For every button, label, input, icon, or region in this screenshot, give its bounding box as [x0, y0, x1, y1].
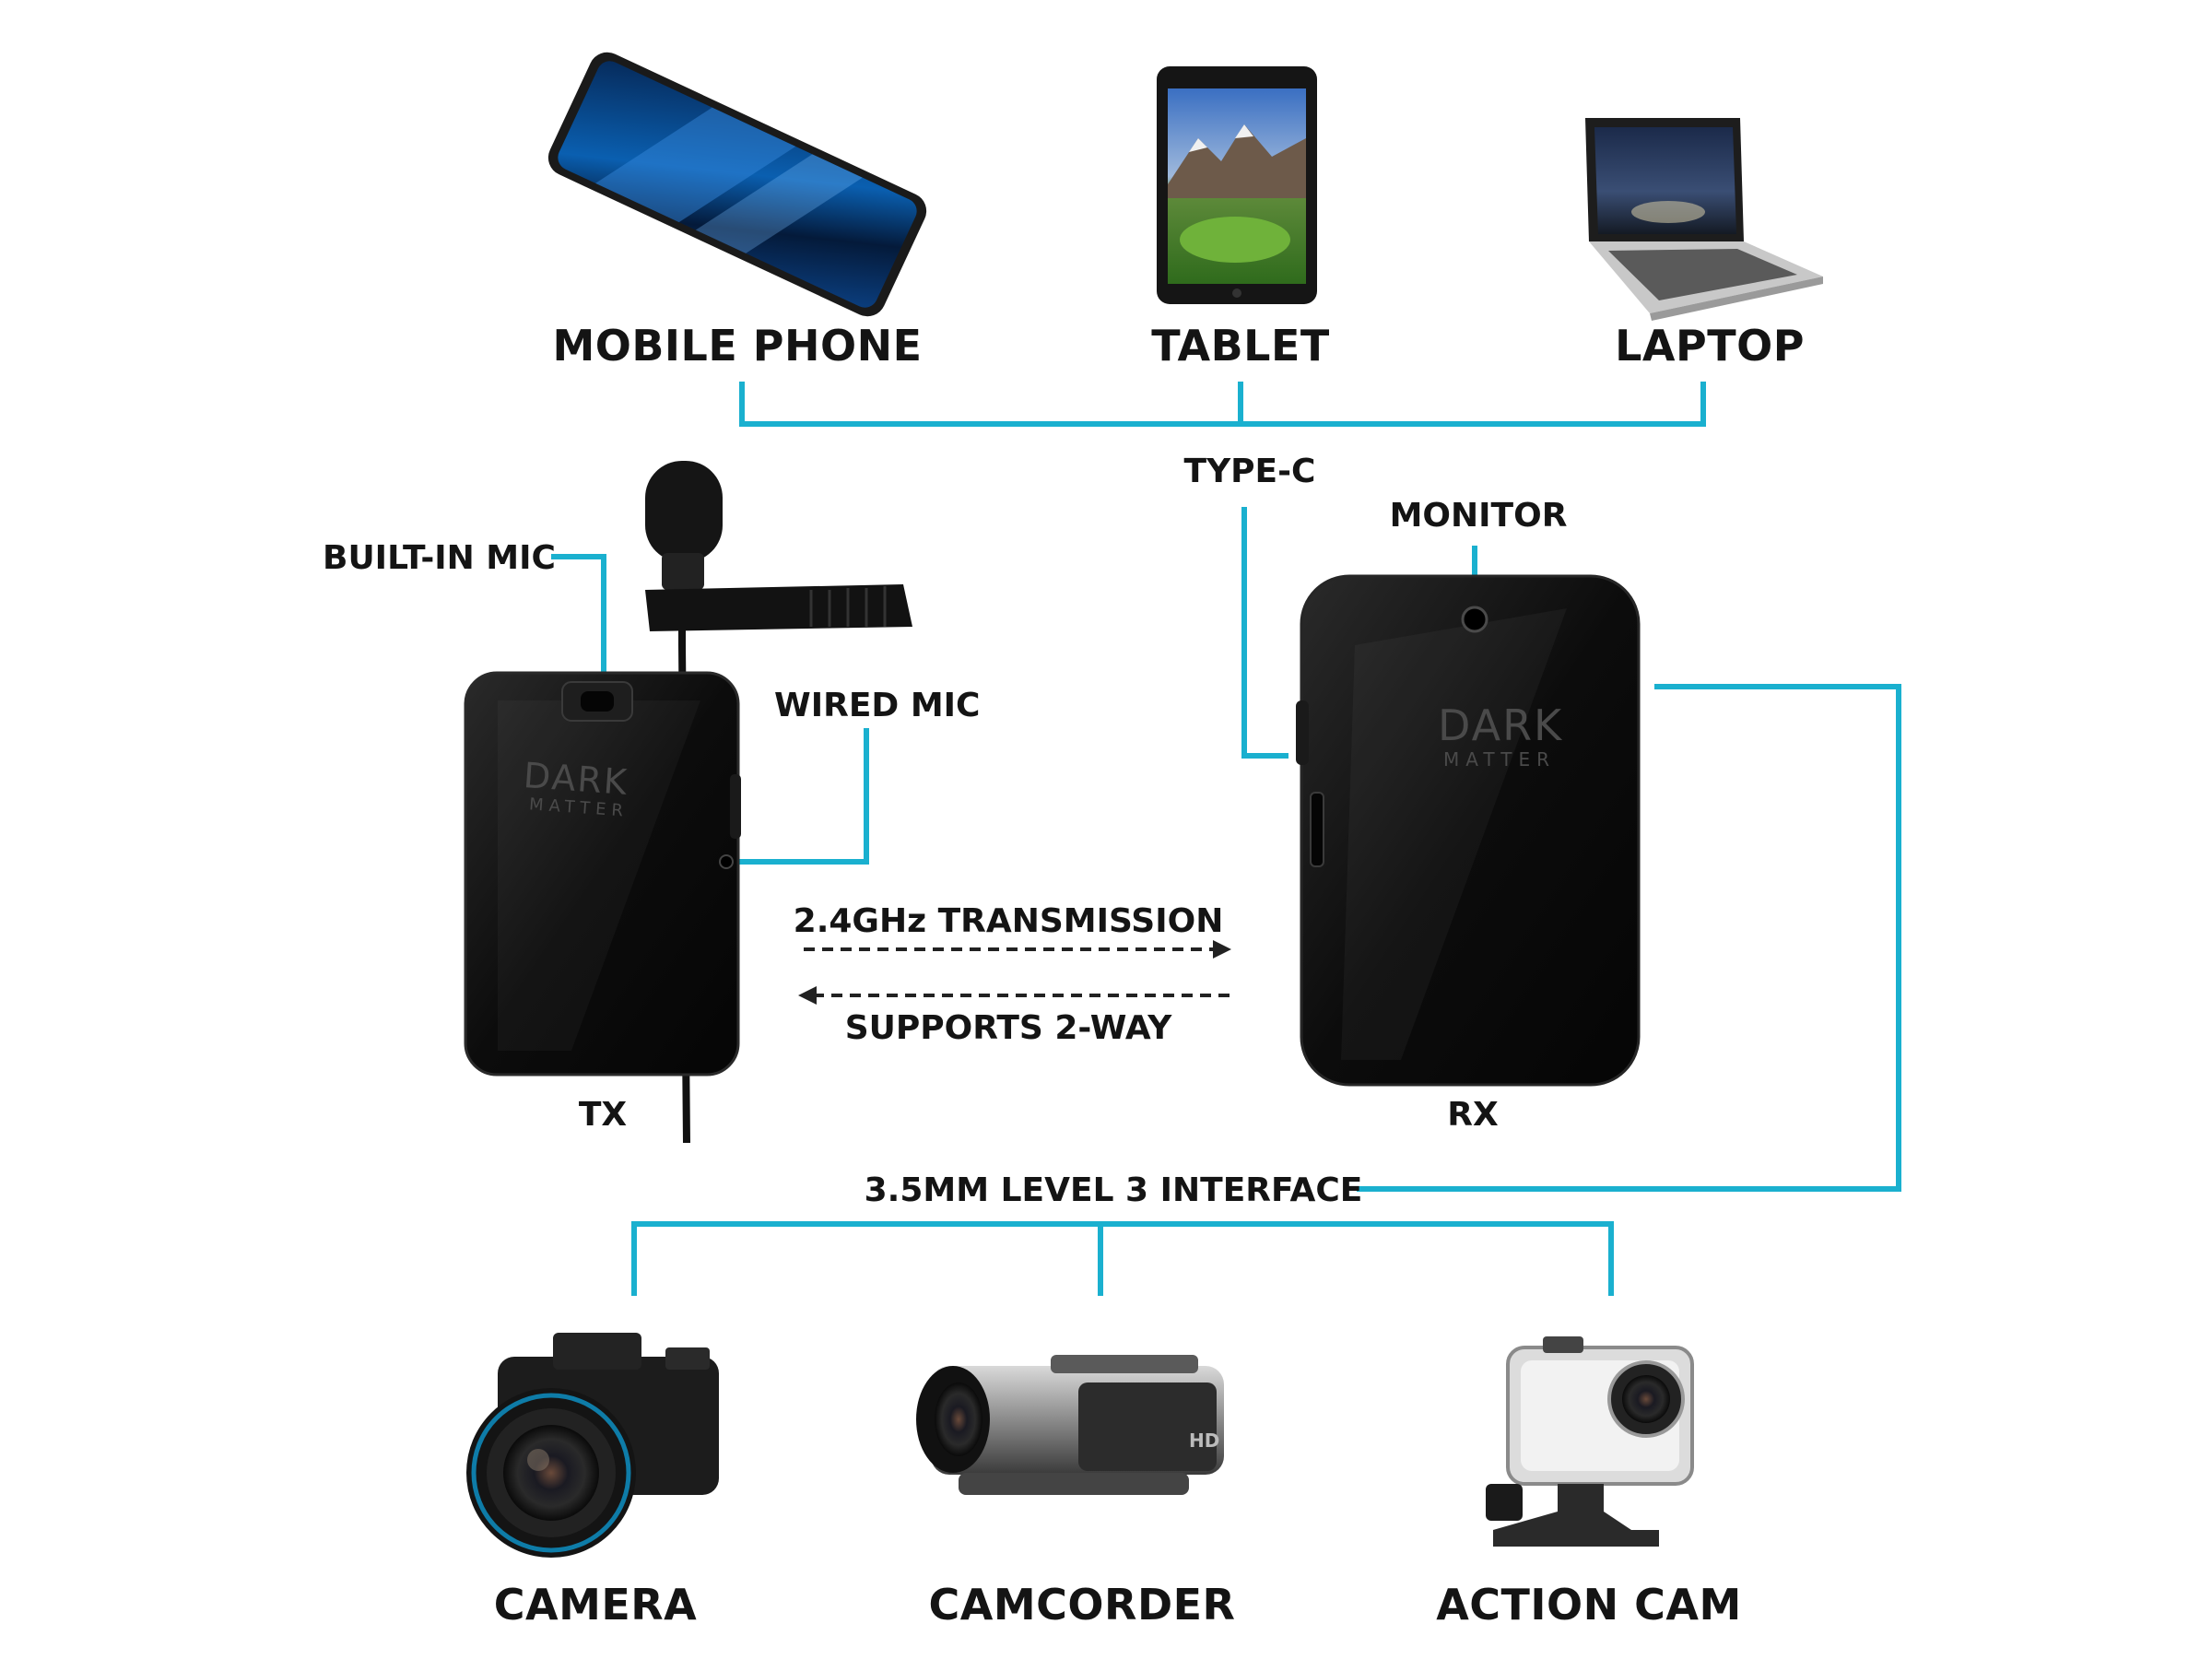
label-wired-mic: WIRED MIC — [774, 689, 980, 723]
mobile-phone-illustration — [542, 46, 932, 323]
label-built-in-mic: BUILT-IN MIC — [323, 542, 556, 575]
label-mobile-phone: MOBILE PHONE — [552, 324, 922, 367]
tx-unit-illustration — [465, 673, 741, 1075]
tablet-illustration — [1157, 66, 1317, 304]
label-rx: RX — [1447, 1099, 1498, 1132]
label-35mm-interface: 3.5MM LEVEL 3 INTERFACE — [865, 1174, 1363, 1207]
label-type-c: TYPE-C — [1184, 455, 1316, 488]
camera-illustration — [466, 1333, 719, 1558]
label-camera: CAMERA — [494, 1583, 698, 1626]
svg-text:HD: HD — [1189, 1430, 1219, 1452]
label-laptop: LAPTOP — [1615, 324, 1805, 367]
rx-brand-logo-sub: MATTER — [1443, 750, 1556, 769]
label-action-cam: ACTION CAM — [1436, 1583, 1742, 1626]
label-tx: TX — [579, 1099, 627, 1132]
connector-lines — [551, 382, 1899, 1296]
transmission-arrows — [798, 940, 1231, 1005]
camcorder-illustration: HD — [916, 1355, 1224, 1495]
laptop-illustration — [1585, 118, 1823, 321]
label-camcorder: CAMCORDER — [929, 1583, 1236, 1626]
label-monitor: MONITOR — [1390, 500, 1568, 533]
label-transmission: 2.4GHz TRANSMISSION — [794, 905, 1224, 938]
rx-brand-logo: DARK — [1438, 704, 1563, 747]
label-two-way: SUPPORTS 2-WAY — [845, 1012, 1172, 1045]
rx-unit-illustration — [1296, 576, 1639, 1085]
tx-brand-logo: DARK — [523, 758, 629, 800]
action-cam-illustration — [1486, 1336, 1692, 1547]
label-tablet: TABLET — [1151, 324, 1330, 367]
